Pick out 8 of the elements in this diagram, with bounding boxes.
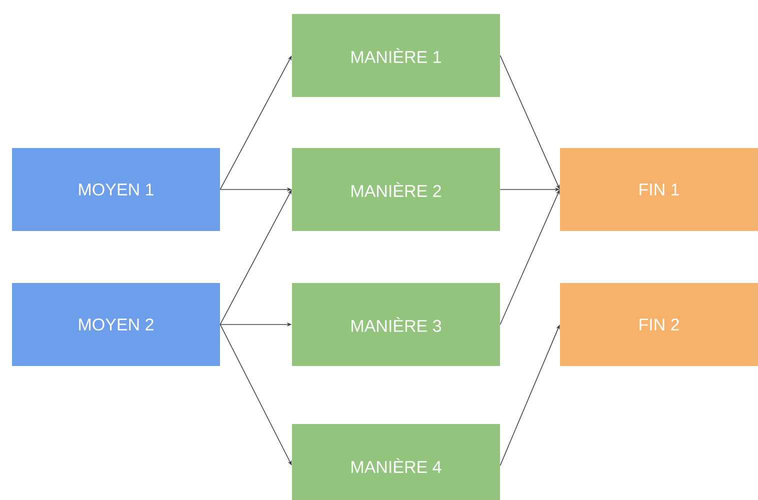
process-box: FIN 1 [560,148,758,231]
process-box: MANIÈRE 4 [292,424,500,500]
process-box: MOYEN 1 [12,148,220,231]
process-box: MANIÈRE 2 [292,148,500,231]
process-box: FIN 2 [560,282,758,366]
process-box: MANIÈRE 1 [292,14,500,97]
process-box: MOYEN 2 [12,282,220,366]
process-box: MANIÈRE 3 [292,282,500,366]
